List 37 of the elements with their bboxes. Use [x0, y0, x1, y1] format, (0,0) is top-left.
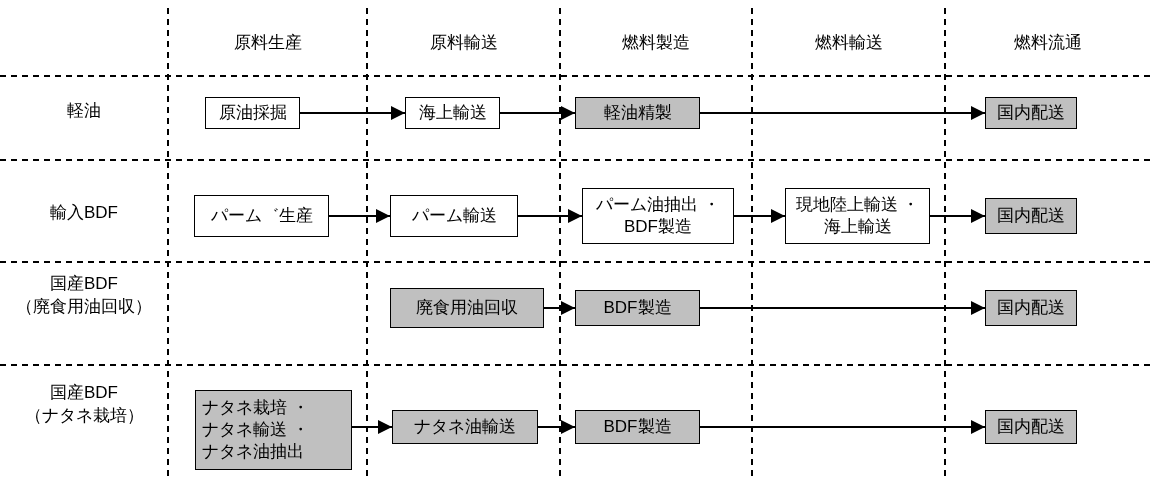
process-box: ナタネ栽培 ・ナタネ輸送 ・ナタネ油抽出	[195, 390, 352, 470]
column-header: 燃料流通	[1012, 31, 1083, 54]
arrow	[699, 106, 986, 120]
process-box: パーム油抽出 ・BDF製造	[582, 188, 734, 244]
column-header: 燃料製造	[621, 31, 691, 54]
row-header: 輸入BDF	[49, 201, 119, 224]
arrow	[543, 301, 576, 315]
process-box: 軽油精製	[575, 97, 700, 129]
arrow	[537, 420, 576, 434]
process-box: 国内配送	[985, 198, 1077, 234]
process-box: 現地陸上輸送 ・海上輸送	[785, 188, 930, 244]
row-header: 国産BDF （ナタネ栽培）	[23, 382, 145, 427]
process-box: パーム輸送	[390, 195, 518, 237]
process-box: BDF製造	[575, 410, 700, 444]
arrow	[328, 209, 391, 223]
process-box: 国内配送	[985, 97, 1077, 129]
column-header: 燃料輸送	[813, 31, 884, 54]
process-box: 原油採掘	[205, 97, 300, 129]
process-box: パーム゛生産	[194, 195, 329, 237]
arrow	[699, 301, 986, 315]
arrow	[733, 209, 786, 223]
process-box: BDF製造	[575, 290, 700, 326]
process-box: 海上輸送	[405, 97, 500, 129]
process-box: 国内配送	[985, 410, 1077, 444]
row-header: 軽油	[66, 99, 102, 122]
arrow	[299, 106, 406, 120]
process-box: 廃食用油回収	[390, 288, 544, 328]
process-box: ナタネ油輸送	[392, 410, 538, 444]
process-box: 国内配送	[985, 290, 1077, 326]
arrow	[351, 420, 393, 434]
column-header: 原料生産	[232, 31, 303, 54]
arrow	[499, 106, 576, 120]
column-header: 原料輸送	[428, 31, 499, 54]
row-header: 国産BDF （廃食用油回収）	[15, 273, 153, 318]
arrow	[699, 420, 986, 434]
arrow	[517, 209, 583, 223]
arrow	[929, 209, 986, 223]
